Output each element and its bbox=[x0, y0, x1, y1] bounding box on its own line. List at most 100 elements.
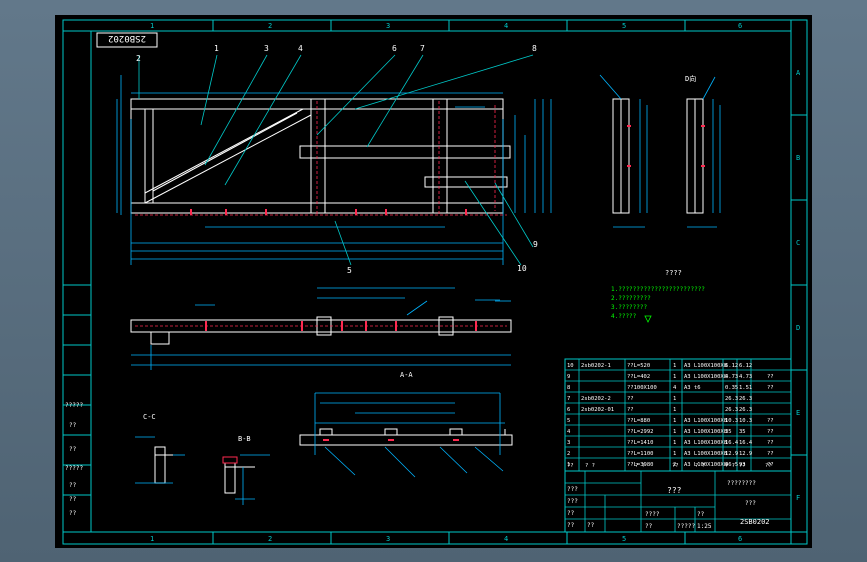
parts-cell: ?? bbox=[767, 440, 774, 446]
callout-2: 2 bbox=[136, 54, 141, 63]
main-elevation-view[interactable]: 1 3 4 6 7 8 2 5 9 10 bbox=[116, 44, 552, 275]
parts-cell: 2sb0202-01 bbox=[581, 407, 614, 413]
zone-top-1: 1 bbox=[150, 22, 154, 30]
callout-6: 6 bbox=[392, 44, 397, 53]
parts-cell: 35 bbox=[739, 429, 746, 435]
parts-cell: ?? bbox=[767, 374, 774, 380]
parts-cell: 26.3 bbox=[725, 407, 738, 413]
parts-header-7: ?? bbox=[765, 463, 772, 469]
zone-side-b: B bbox=[796, 154, 800, 162]
plan-view[interactable] bbox=[130, 287, 512, 370]
parts-cell: 16.4 bbox=[739, 440, 753, 446]
parts-cell: A3 L100X100X8 bbox=[684, 418, 727, 424]
zone-top-3: 3 bbox=[386, 22, 390, 30]
zone-side-d: D bbox=[796, 324, 800, 332]
zone-top-2: 2 bbox=[268, 22, 272, 30]
note-4: 4.????? bbox=[611, 313, 637, 320]
parts-cell: 12.9 bbox=[739, 451, 752, 457]
zone-bottom-2: 2 bbox=[268, 535, 272, 543]
revision-strip-3: ????? bbox=[65, 465, 83, 472]
parts-cell: ?? bbox=[767, 462, 774, 468]
parts-cell: ??L=520 bbox=[627, 363, 650, 369]
parts-cell: ??L=402 bbox=[627, 374, 650, 380]
parts-cell: 3 bbox=[567, 440, 570, 446]
zone-bottom-4: 4 bbox=[504, 535, 508, 543]
callout-3: 3 bbox=[264, 44, 269, 53]
scale-row-1: ????? bbox=[677, 523, 695, 530]
parts-cell: ??L=880 bbox=[627, 418, 650, 424]
section-bb[interactable]: B-B bbox=[222, 435, 270, 505]
parts-cell: ?? bbox=[767, 385, 774, 391]
parts-cell: 10 bbox=[567, 363, 574, 369]
callout-4: 4 bbox=[298, 44, 303, 53]
section-cc-label: C-C bbox=[143, 413, 156, 421]
view-d[interactable]: D向 bbox=[599, 74, 721, 228]
section-cc[interactable]: C-C bbox=[135, 413, 185, 484]
zone-side-c: C bbox=[796, 239, 800, 247]
parts-cell: 46.5 bbox=[725, 462, 738, 468]
title-row-4: ?? bbox=[587, 522, 595, 529]
title-block[interactable]: ??? ???????? ??? 2SB0202 ??? ??? ?? ?? ?… bbox=[564, 470, 792, 533]
parts-header-1: ? ? bbox=[585, 463, 595, 469]
parts-cell: 26.3 bbox=[739, 396, 752, 402]
scale-row-2: ?? bbox=[697, 511, 705, 518]
parts-cell: 2 bbox=[567, 451, 570, 457]
cad-drawing: 1 2 3 4 5 6 1 2 3 4 5 6 A B C D E F ????… bbox=[62, 19, 808, 545]
parts-cell: 16.4 bbox=[725, 440, 739, 446]
revision-strip-1: ?? bbox=[69, 422, 77, 429]
revision-strip-5: ?? bbox=[69, 496, 77, 503]
parts-cell: ??L=2992 bbox=[627, 429, 654, 435]
parts-cell: 4.73 bbox=[739, 374, 752, 380]
scale-row-0: ???? bbox=[645, 511, 660, 518]
revision-strip-6: ?? bbox=[69, 510, 77, 517]
technical-notes: ???? 1.???????????????????????? 2.??????… bbox=[611, 269, 705, 323]
section-bb-label: B-B bbox=[238, 435, 251, 443]
parts-cell: 9 bbox=[567, 374, 570, 380]
parts-cell: A3 L100X100X8 bbox=[684, 429, 727, 435]
parts-cell: A3 L100X100X8 bbox=[684, 451, 727, 457]
section-aa[interactable]: A-A bbox=[299, 371, 513, 478]
parts-cell: 1 bbox=[673, 418, 676, 424]
parts-cell: 6.12 bbox=[739, 363, 752, 369]
parts-cell: 1.51 bbox=[739, 385, 752, 391]
zone-bottom-3: 3 bbox=[386, 535, 390, 543]
drawing-canvas[interactable]: 1 2 3 4 5 6 1 2 3 4 5 6 A B C D E F ????… bbox=[55, 15, 812, 548]
zone-side-e: E bbox=[796, 409, 800, 417]
parts-cell: ?? bbox=[767, 418, 774, 424]
parts-cell: ??L=1410 bbox=[627, 440, 654, 446]
zone-top-5: 5 bbox=[622, 22, 626, 30]
revision-strip-2: ?? bbox=[69, 446, 77, 453]
parts-cell: ??L=3980 bbox=[627, 462, 654, 468]
title-row-1: ??? bbox=[567, 498, 578, 505]
note-1: 1.???????????????????????? bbox=[611, 286, 705, 293]
revision-strip-0: ????? bbox=[65, 402, 83, 409]
parts-cell: ??L=1100 bbox=[627, 451, 654, 457]
parts-cell: 4 bbox=[567, 429, 571, 435]
parts-cell: A3 L100X100X8 bbox=[684, 440, 727, 446]
parts-cell: ?? bbox=[627, 407, 634, 413]
section-aa-label: A-A bbox=[400, 371, 413, 379]
parts-cell: 10.3 bbox=[725, 418, 738, 424]
surface-finish-icon bbox=[644, 315, 652, 323]
zone-bottom-5: 5 bbox=[622, 535, 626, 543]
parts-cell: ??100X100 bbox=[627, 385, 657, 391]
parts-cell: 1 bbox=[673, 451, 676, 457]
parts-cell: 1 bbox=[567, 462, 570, 468]
parts-cell: 8 bbox=[567, 385, 570, 391]
parts-cell: 1 bbox=[673, 429, 676, 435]
company-name: ???????? bbox=[727, 480, 756, 487]
parts-header-2: ? ? bbox=[635, 463, 645, 469]
part-name: ??? bbox=[667, 486, 682, 495]
title-row-0: ??? bbox=[567, 486, 578, 493]
parts-cell: 4.73 bbox=[725, 374, 738, 380]
parts-header-6: ?? bbox=[739, 463, 746, 469]
parts-cell: ?? bbox=[767, 451, 774, 457]
scale-value: 1:25 bbox=[697, 523, 712, 530]
note-2: 2.????????? bbox=[611, 295, 651, 302]
parts-cell: 1 bbox=[673, 363, 676, 369]
callout-9: 9 bbox=[533, 240, 538, 249]
parts-cell: 2 bbox=[673, 462, 676, 468]
callout-8: 8 bbox=[532, 44, 537, 53]
